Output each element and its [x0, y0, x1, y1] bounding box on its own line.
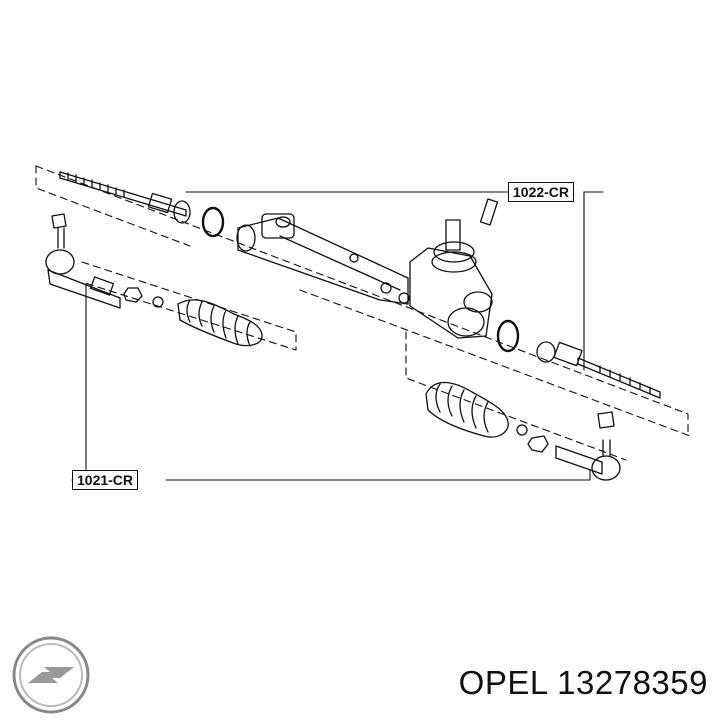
- dashed-outline-upper: [35, 165, 691, 437]
- opel-blitz-logo-icon: [12, 636, 90, 714]
- rack-housing: [236, 213, 409, 305]
- part-number: 13278359: [557, 664, 708, 701]
- callout-leader-1021: [71, 283, 591, 481]
- brand-name: OPEL: [458, 664, 548, 701]
- right-inner-tie-rod: [536, 341, 661, 399]
- callout-label-1021-cr: 1021-CR: [72, 470, 139, 490]
- left-inner-tie-rod: [59, 171, 191, 224]
- dashed-outline-lower-left: [81, 261, 297, 351]
- left-bellows-boot: [177, 299, 263, 347]
- dashed-outline-lower-right: [405, 331, 627, 461]
- snap-ring-left: [201, 206, 225, 238]
- snap-ring-right: [496, 319, 520, 353]
- left-tie-rod-end: [45, 213, 121, 309]
- right-tie-rod-end: [555, 411, 621, 481]
- left-nut: [123, 287, 143, 303]
- right-bellows-boot: [425, 381, 509, 438]
- right-washer: [516, 424, 528, 436]
- left-washer: [152, 296, 164, 308]
- callout-label-1022-cr: 1022-CR: [508, 182, 575, 202]
- right-nut: [527, 435, 549, 453]
- part-caption: OPEL 13278359: [459, 664, 708, 702]
- callout-leader-1022: [185, 191, 604, 371]
- pinion-valve-housing: [380, 198, 499, 339]
